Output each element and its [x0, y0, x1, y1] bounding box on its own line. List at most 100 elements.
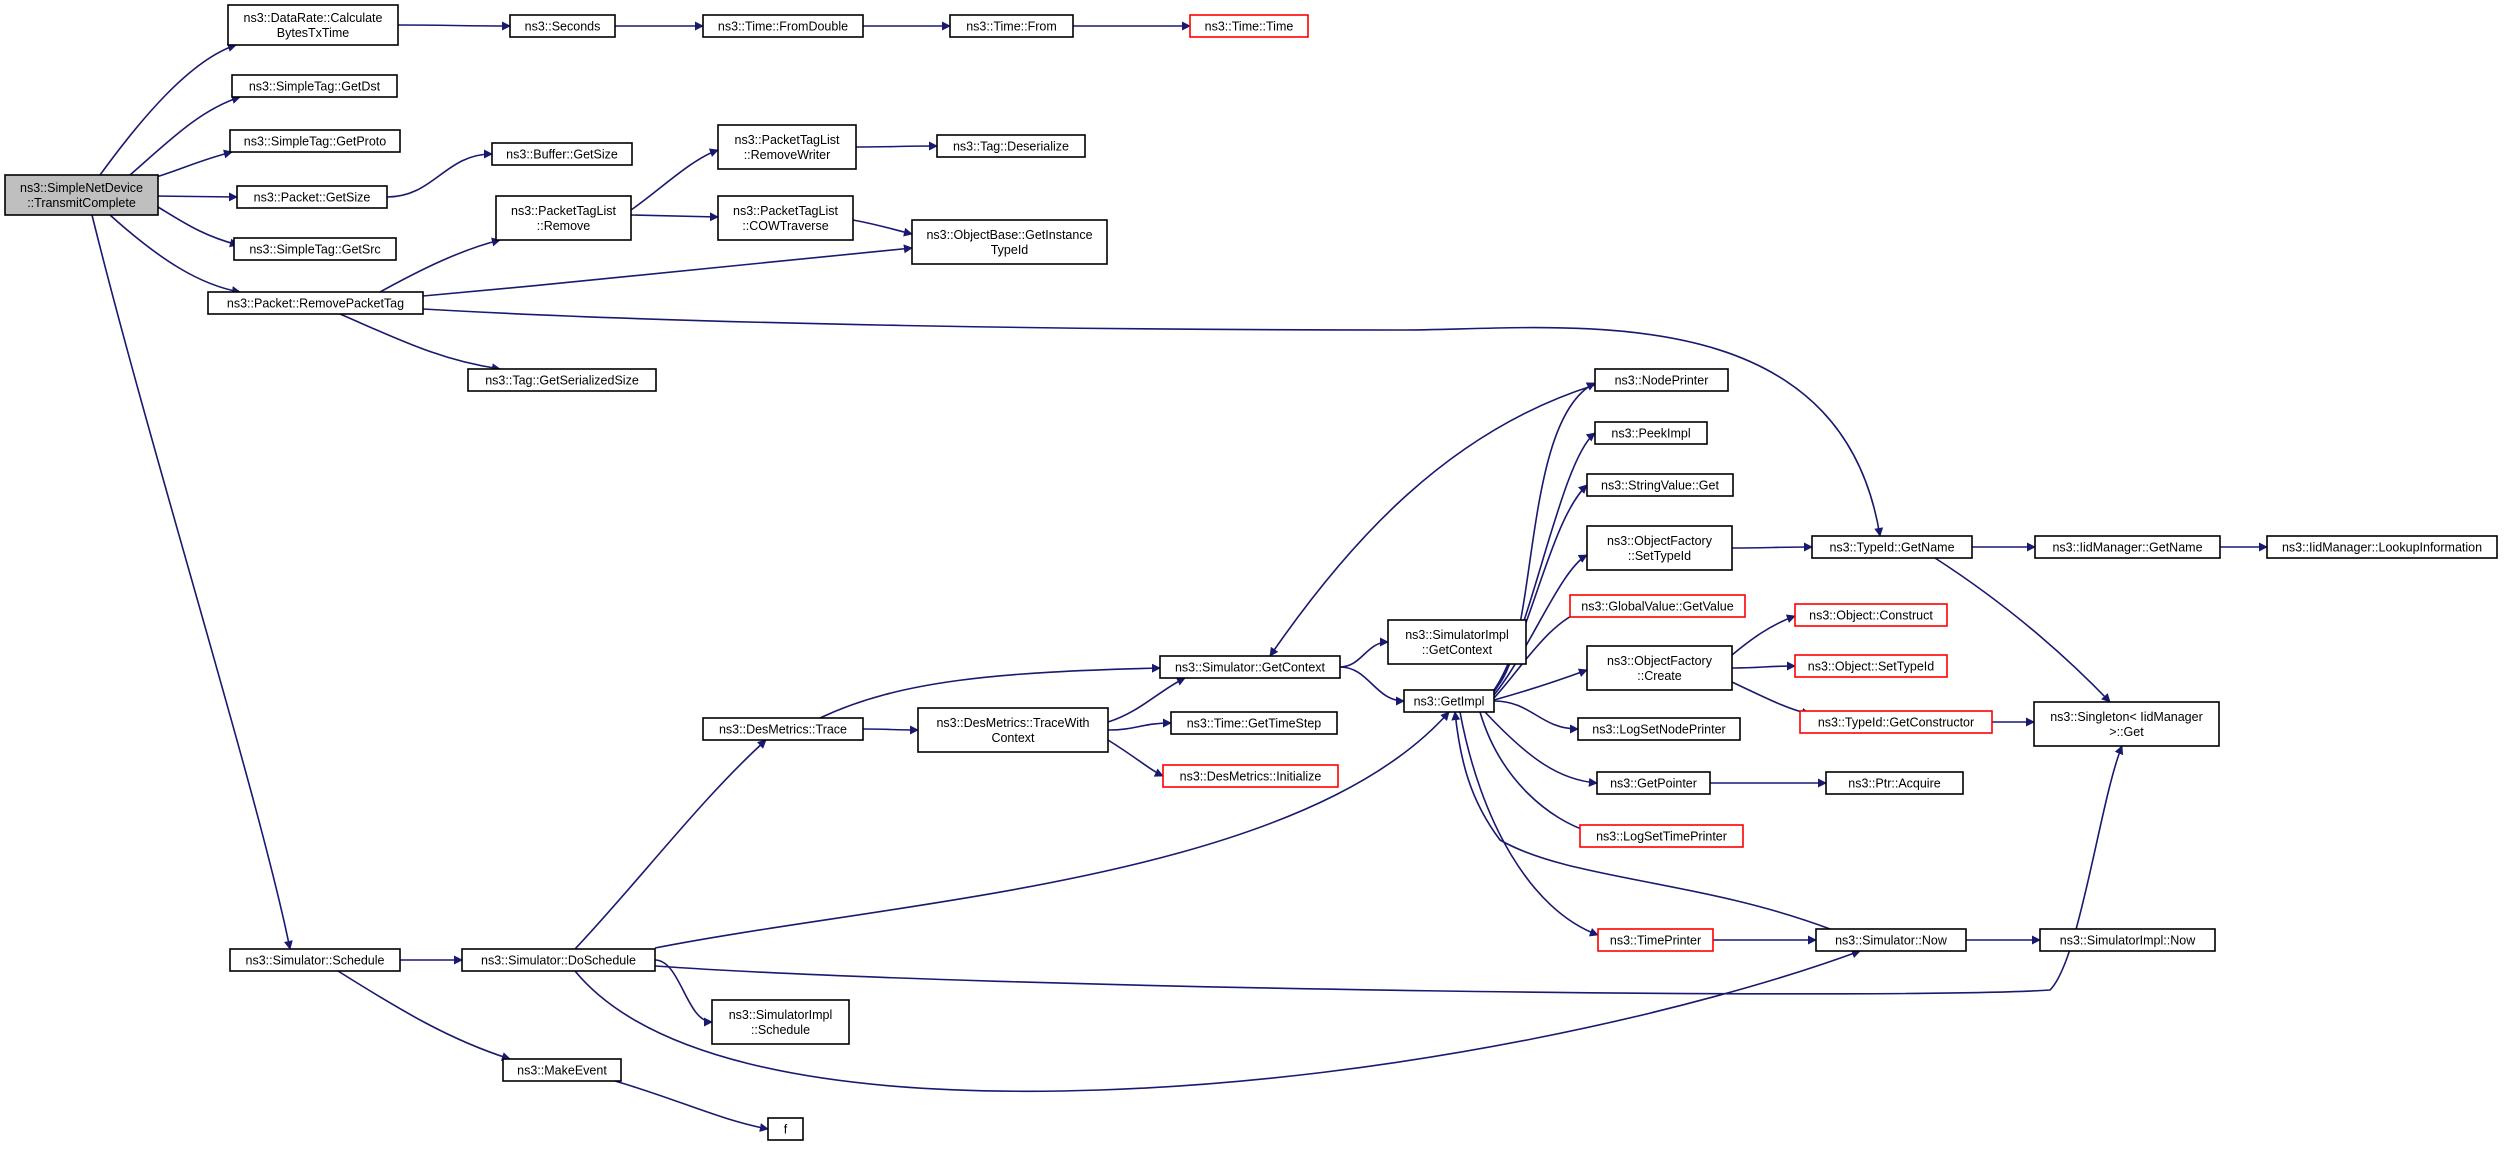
node-box [1586, 645, 1733, 691]
node-getproto[interactable]: ns3::SimpleTag::GetProto [229, 129, 401, 153]
node-singleton[interactable]: ns3::Singleton< IidManager >::Get [2033, 701, 2220, 747]
call-arrow [91, 214, 293, 950]
node-settypeid[interactable]: ns3::ObjectFactory::SetTypeId [1586, 525, 1733, 571]
edge-getimpl-to-ofcreate [1493, 668, 1588, 701]
node-label: ns3::TypeId::GetConstructor [1818, 716, 1974, 730]
node-logtime[interactable]: ns3::LogSetTimePrinter [1579, 824, 1744, 848]
node-label: ns3::Object::Construct [1809, 609, 1933, 623]
node-removewriter[interactable]: ns3::PacketTagList::RemoveWriter [717, 124, 857, 170]
edge-getimpl-to-peekimpl [1493, 432, 1596, 691]
edge-trace-to-simctx [819, 663, 1161, 719]
node-doschedule[interactable]: ns3::Simulator::DoSchedule [461, 948, 656, 972]
node-makeevent[interactable]: ns3::MakeEvent [502, 1058, 622, 1082]
node-getsrc[interactable]: ns3::SimpleTag::GetSrc [233, 237, 397, 261]
node-getimpl[interactable]: ns3::GetImpl [1403, 689, 1495, 713]
call-arrow [386, 149, 493, 198]
edge-trace-to-tracectx [862, 725, 919, 735]
call-arrow [614, 1080, 769, 1132]
node-label: ns3::PeekImpl [1611, 427, 1690, 441]
node-simnow[interactable]: ns3::Simulator::Now [1815, 928, 1967, 952]
nodes-layer: ns3::SimpleNetDevice::TransmitCompletens… [4, 4, 2498, 1141]
node-ptlremove[interactable]: ns3::PacketTagList::Remove [495, 195, 632, 241]
node-gvget[interactable]: ns3::GlobalValue::GetValue [1569, 594, 1746, 618]
node-objsettype[interactable]: ns3::Object::SetTypeId [1794, 654, 1948, 678]
call-arrow [862, 725, 919, 735]
node-box [936, 134, 1086, 158]
call-arrow [574, 949, 1861, 1093]
call-arrow [630, 212, 719, 222]
node-box [4, 174, 159, 216]
node-iidname[interactable]: ns3::IidManager::GetName [2034, 535, 2221, 559]
edge-ptlremove-to-removewriter [630, 148, 719, 211]
node-getpointer[interactable]: ns3::GetPointer [1596, 771, 1711, 795]
node-label: ::RemoveWriter [744, 148, 831, 162]
node-box [2266, 535, 2498, 559]
node-f[interactable]: f [767, 1117, 804, 1141]
node-simschedule[interactable]: ns3::Simulator::Schedule [229, 948, 401, 972]
node-box [2034, 535, 2221, 559]
node-label: ns3::DesMetrics::TraceWith [936, 716, 1089, 730]
node-box [1162, 764, 1339, 788]
node-nodeprinter[interactable]: ns3::NodePrinter [1594, 368, 1729, 392]
node-lookup[interactable]: ns3::IidManager::LookupInformation [2266, 535, 2498, 559]
node-box [495, 195, 632, 241]
node-label: ns3::LogSetTimePrinter [1596, 830, 1727, 844]
node-cow[interactable]: ns3::PacketTagList::COWTraverse [717, 195, 854, 241]
edge-getimpl-to-settypeid [1493, 554, 1588, 696]
node-bufsize[interactable]: ns3::Buffer::GetSize [491, 142, 633, 166]
edge-simschedule-to-makeevent [337, 970, 511, 1061]
node-peekimpl[interactable]: ns3::PeekImpl [1594, 421, 1708, 445]
node-fromdouble[interactable]: ns3::Time::FromDouble [702, 14, 864, 38]
node-serialsize[interactable]: ns3::Tag::GetSerializedSize [467, 368, 657, 392]
node-strget[interactable]: ns3::StringValue::Get [1586, 473, 1734, 497]
node-label: ::Schedule [751, 1023, 810, 1037]
node-label: ns3::Seconds [525, 20, 601, 34]
call-arrow [574, 739, 767, 950]
node-label: ns3::Buffer::GetSize [506, 148, 618, 162]
node-trace[interactable]: ns3::DesMetrics::Trace [702, 717, 864, 741]
node-box [229, 948, 401, 972]
node-label: ns3::Object::SetTypeId [1808, 660, 1935, 674]
node-construct[interactable]: ns3::Object::Construct [1794, 603, 1948, 627]
node-typeidname[interactable]: ns3::TypeId::GetName [1811, 535, 1973, 559]
node-simimplctx[interactable]: ns3::SimulatorImpl::GetContext [1387, 619, 1527, 665]
call-arrow [109, 214, 241, 296]
node-box [229, 129, 401, 153]
node-gettimestep[interactable]: ns3::Time::GetTimeStep [1170, 711, 1338, 735]
node-root: ns3::SimpleNetDevice::TransmitComplete [4, 174, 159, 216]
node-simimplnow[interactable]: ns3::SimulatorImpl::Now [2039, 928, 2216, 952]
node-simctx[interactable]: ns3::Simulator::GetContext [1159, 655, 1341, 679]
node-label: >::Get [2109, 725, 2144, 739]
node-implschedule[interactable]: ns3::SimulatorImpl::Schedule [711, 999, 850, 1045]
node-box [1825, 771, 1964, 795]
node-label: ::Create [1637, 669, 1682, 683]
node-deserialize[interactable]: ns3::Tag::Deserialize [936, 134, 1086, 158]
node-getctor[interactable]: ns3::TypeId::GetConstructor [1799, 710, 1993, 734]
node-removetag[interactable]: ns3::Packet::RemovePacketTag [207, 291, 424, 315]
node-box [1189, 14, 1309, 38]
node-ofcreate[interactable]: ns3::ObjectFactory::Create [1586, 645, 1733, 691]
node-label: ns3::PacketTagList [735, 133, 840, 147]
edge-root-to-getproto [152, 149, 233, 179]
node-box [2039, 928, 2216, 952]
node-dminit[interactable]: ns3::DesMetrics::Initialize [1162, 764, 1339, 788]
node-ptracquire[interactable]: ns3::Ptr::Acquire [1825, 771, 1964, 795]
node-seconds[interactable]: ns3::Seconds [509, 14, 616, 38]
node-timefrom[interactable]: ns3::Time::From [949, 14, 1074, 38]
node-timetime[interactable]: ns3::Time::Time [1189, 14, 1309, 38]
node-label: ns3::Tag::GetSerializedSize [485, 374, 639, 388]
edge-removewriter-to-deserialize [855, 141, 938, 151]
node-box [1586, 525, 1733, 571]
edge-tracectx-to-simctx [1107, 677, 1186, 723]
call-arrow [1731, 542, 1813, 552]
node-label: ns3::Singleton< IidManager [2050, 710, 2203, 724]
node-timeprinter[interactable]: ns3::TimePrinter [1597, 928, 1714, 952]
node-pktsize[interactable]: ns3::Packet::GetSize [236, 185, 388, 209]
node-label: ns3::NodePrinter [1615, 374, 1709, 388]
node-getdst[interactable]: ns3::SimpleTag::GetDst [231, 74, 398, 98]
node-box [1569, 594, 1746, 618]
node-lognode[interactable]: ns3::LogSetNodePrinter [1577, 717, 1741, 741]
